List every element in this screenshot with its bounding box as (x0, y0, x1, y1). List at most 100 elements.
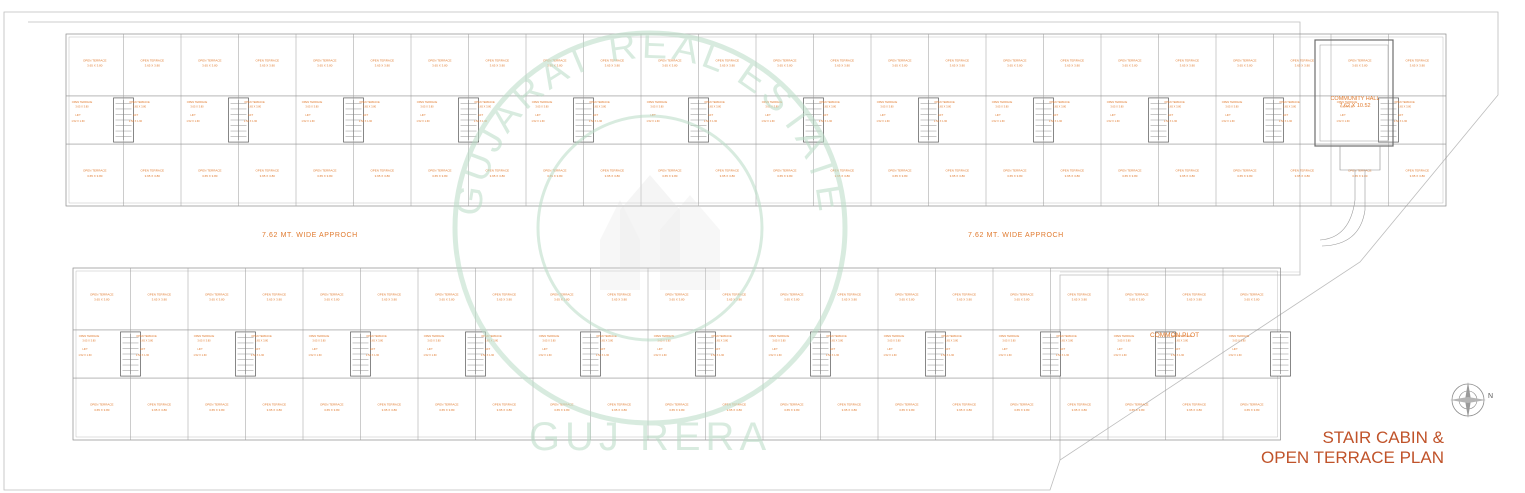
unit-size: 3.65 X 3.80 (1244, 298, 1260, 302)
unit-label: OPEN TERRACE (1056, 334, 1077, 338)
lift-label: LIFT (823, 113, 829, 117)
unit-label: OPEN TERRACE (79, 334, 100, 338)
unit-label: OPEN TERRACE (140, 169, 164, 173)
unit-label: OPEN TERRACE (320, 403, 344, 407)
unit-label: OPEN TERRACE (769, 334, 790, 338)
lift-size: 1.52 X 1.60 (934, 119, 948, 123)
unit-size: 3.65 X 3.80 (248, 104, 262, 108)
unit-label: OPEN TERRACE (826, 334, 847, 338)
unit-label: OPEN TERRACE (370, 59, 394, 63)
unit-size: 3.65 X 3.80 (432, 174, 448, 178)
lift-label: LIFT (1398, 113, 1404, 117)
lift-size: 1.52 X 1.60 (416, 119, 430, 123)
unit-size: 3.65 X 3.80 (835, 174, 851, 178)
lift-label: LIFT (657, 347, 663, 351)
unit-label: OPEN TERRACE (704, 100, 725, 104)
unit-size: 3.65 X 3.80 (892, 64, 908, 68)
unit-size: 3.65 X 3.80 (1225, 104, 1239, 108)
unit-label: OPEN TERRACE (1067, 293, 1091, 297)
unit-label: OPEN TERRACE (1049, 100, 1070, 104)
unit-size: 3.65 X 3.80 (938, 104, 952, 108)
unit-label: OPEN TERRACE (722, 293, 746, 297)
unit-label: OPEN TERRACE (1060, 169, 1084, 173)
unit-label: OPEN TERRACE (1240, 293, 1264, 297)
unit-label: OPEN TERRACE (485, 59, 509, 63)
unit-size: 3.65 X 3.80 (317, 64, 333, 68)
unit-label: OPEN TERRACE (194, 334, 215, 338)
unit-label: OPEN TERRACE (147, 403, 171, 407)
lift-size: 1.52 X 1.60 (531, 119, 545, 123)
unit-size: 3.65 X 3.80 (1237, 174, 1253, 178)
unit-size: 3.65 X 3.80 (1175, 338, 1189, 342)
unit-size: 3.65 X 3.80 (1180, 174, 1196, 178)
unit-size: 3.65 X 3.80 (1295, 64, 1311, 68)
unit-size: 3.65 X 3.80 (190, 104, 204, 108)
unit-label: OPEN TERRACE (1125, 293, 1149, 297)
lift-size: 1.52 X 1.60 (136, 353, 150, 357)
lift-label: LIFT (312, 347, 318, 351)
lift-label: LIFT (248, 113, 254, 117)
plan-title-line-2: OPEN TERRACE PLAN (1261, 448, 1444, 467)
unit-label: OPEN TERRACE (762, 100, 783, 104)
unit-label: OPEN TERRACE (255, 59, 279, 63)
site-boundary (3, 11, 1499, 491)
unit-label: OPEN TERRACE (607, 293, 631, 297)
unit-size: 3.65 X 3.80 (1187, 408, 1203, 412)
lift-label: LIFT (363, 113, 369, 117)
unit-size: 3.65 X 3.80 (880, 104, 894, 108)
unit-label: OPEN TERRACE (888, 169, 912, 173)
unit-label: OPEN TERRACE (888, 59, 912, 63)
unit-label: OPEN TERRACE (532, 100, 553, 104)
unit-label: OPEN TERRACE (205, 293, 229, 297)
lift-label: LIFT (1232, 347, 1238, 351)
unit-size: 3.65 X 3.80 (1410, 64, 1426, 68)
unit-size: 3.65 X 3.80 (305, 104, 319, 108)
unit-label: OPEN TERRACE (539, 334, 560, 338)
lift-size: 1.52 X 1.60 (596, 353, 610, 357)
unit-size: 3.65 X 3.80 (957, 408, 973, 412)
lift-label: LIFT (938, 113, 944, 117)
unit-label: OPEN TERRACE (485, 169, 509, 173)
unit-size: 3.65 X 3.80 (600, 338, 614, 342)
unit-size: 3.65 X 3.80 (1060, 338, 1074, 342)
unit-size: 3.65 X 3.80 (708, 104, 722, 108)
unit-label: OPEN TERRACE (313, 59, 337, 63)
unit-label: OPEN TERRACE (837, 403, 861, 407)
unit-label: OPEN TERRACE (417, 100, 438, 104)
unit-label: OPEN TERRACE (262, 293, 286, 297)
unit-label: OPEN TERRACE (435, 403, 459, 407)
unit-size: 3.65 X 3.80 (554, 408, 570, 412)
unit-label: OPEN TERRACE (1114, 334, 1135, 338)
lift-label: LIFT (1168, 113, 1174, 117)
unit-label: OPEN TERRACE (481, 334, 502, 338)
unit-label: OPEN TERRACE (773, 59, 797, 63)
unit-size: 3.65 X 3.80 (605, 64, 621, 68)
unit-label: OPEN TERRACE (262, 403, 286, 407)
lift-label: LIFT (370, 347, 376, 351)
unit-size: 3.65 X 3.80 (1002, 338, 1016, 342)
unit-label: OPEN TERRACE (1290, 59, 1314, 63)
unit-label: OPEN TERRACE (1010, 293, 1034, 297)
unit-size: 3.65 X 3.80 (375, 174, 391, 178)
unit-label: OPEN TERRACE (424, 334, 445, 338)
lift-size: 1.52 X 1.60 (761, 119, 775, 123)
unit-size: 3.65 X 3.80 (94, 408, 110, 412)
unit-size: 3.65 X 3.80 (1065, 174, 1081, 178)
unit-size: 3.65 X 3.80 (324, 408, 340, 412)
lift-label: LIFT (190, 113, 196, 117)
lift-label: LIFT (1225, 113, 1231, 117)
common-plot-label: COMMON PLOT (1150, 332, 1200, 339)
unit-label: OPEN TERRACE (474, 100, 495, 104)
unit-label: OPEN TERRACE (428, 169, 452, 173)
unit-size: 3.65 X 3.80 (82, 338, 96, 342)
unit-size: 3.65 X 3.80 (152, 298, 168, 302)
unit-size: 3.65 X 3.80 (260, 64, 276, 68)
unit-label: OPEN TERRACE (1233, 169, 1257, 173)
unit-label: OPEN TERRACE (658, 59, 682, 63)
community-hall (1314, 39, 1394, 247)
lift-size: 1.52 X 1.60 (366, 353, 380, 357)
lift-label: LIFT (427, 347, 433, 351)
community-hall-label: COMMUNITY HALL 7.62 X 10.52 (1318, 96, 1392, 110)
unit-size: 3.65 X 3.80 (1398, 104, 1412, 108)
unit-size: 3.65 X 3.80 (830, 338, 844, 342)
